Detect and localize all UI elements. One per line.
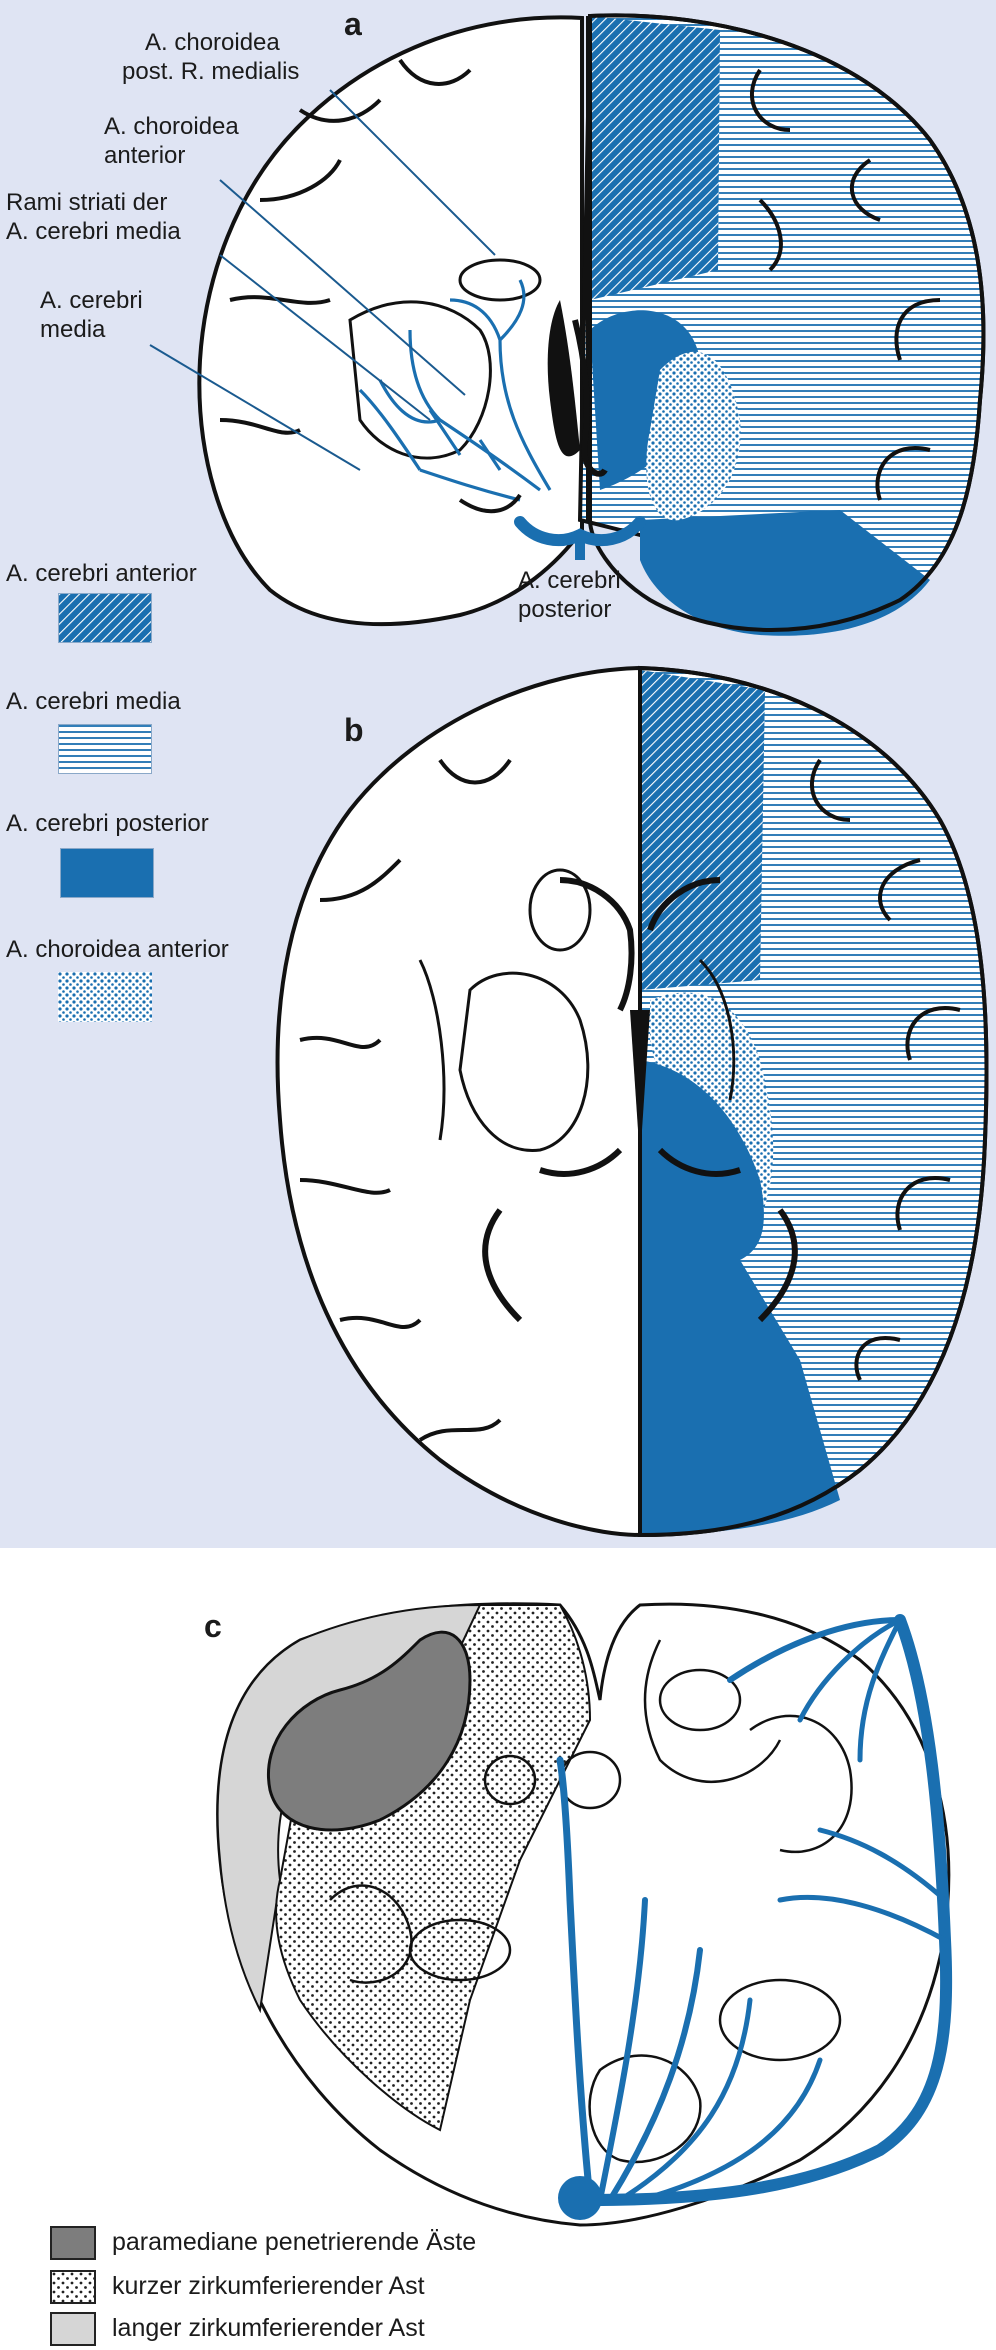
legend-posterior-swatch — [60, 848, 154, 898]
left-hemisphere-a — [197, 15, 584, 627]
legend-short-label: kurzer zirkumferierender Ast — [112, 2272, 425, 2300]
legend-choroidea-label: A. choroidea anterior — [6, 936, 229, 963]
panel-letter-c: c — [204, 1608, 222, 1644]
brain-section-a — [197, 13, 986, 636]
label-media-line1: A. cerebri — [40, 287, 143, 314]
label-rami-line2: A. cerebri media — [6, 218, 181, 245]
legend-long-label: langer zirkumferierender Ast — [112, 2314, 425, 2342]
legend-posterior-label: A. cerebri posterior — [6, 810, 209, 837]
basilar-artery-dot — [558, 2176, 602, 2220]
label-posterior-line1: A. cerebri — [518, 567, 621, 594]
legend-paramedian-box — [50, 2226, 96, 2260]
label-choroidea-post-line1: A. choroidea — [145, 29, 280, 56]
legend-short-box — [50, 2270, 96, 2304]
label-rami-line1: Rami striati der — [6, 189, 168, 216]
right-hemisphere-posterior — [590, 310, 701, 490]
brain-section-b — [275, 665, 989, 1538]
legend-paramedian-label: paramediane penetrierende Äste — [112, 2228, 477, 2256]
right-hemisphere-choroidea — [646, 351, 741, 521]
legend-media-label: A. cerebri media — [6, 688, 181, 715]
right-hemisphere-anterior — [590, 16, 720, 300]
right-anterior-b — [640, 670, 765, 990]
legend-long-box — [50, 2312, 96, 2346]
left-hemisphere-b — [275, 665, 642, 1538]
label-posterior-line2: posterior — [518, 596, 612, 623]
brainstem-section-c — [216, 1602, 953, 2227]
right-hemisphere-posterior-2 — [640, 510, 930, 636]
legend-anterior-swatch — [58, 593, 152, 643]
legend-anterior-label: A. cerebri anterior — [6, 560, 197, 587]
legend-choroidea-swatch — [58, 972, 152, 1022]
label-media-line2: media — [40, 316, 106, 343]
blue-branches — [556, 1614, 953, 2206]
label-choroidea-ant-line2: anterior — [104, 142, 186, 169]
leader-lines-a — [149, 89, 496, 471]
panel-letter-a: a — [344, 6, 362, 42]
label-choroidea-post-line2: post. R. medialis — [122, 58, 300, 85]
panel-letter-b: b — [344, 712, 364, 748]
right-posterior-b — [640, 1060, 840, 1535]
legend-media-swatch — [58, 724, 152, 774]
paramedian-region — [267, 1630, 472, 1832]
label-choroidea-ant-line1: A. choroidea — [104, 113, 239, 140]
